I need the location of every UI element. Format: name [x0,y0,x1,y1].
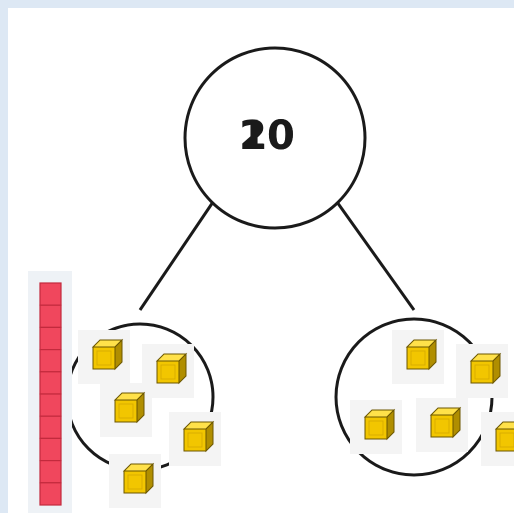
unit-cube-left-1 [91,338,124,371]
unit-cube-left-5 [122,462,155,495]
connector-right [335,201,416,311]
whole-circle [183,46,367,230]
unit-cube-right-4 [429,406,462,439]
ten-rod-unit-7 [39,415,62,440]
ten-rod-unit-9 [39,460,62,484]
unit-cube-left-2 [155,352,188,385]
unit-cube-right-2 [469,352,502,385]
ten-rod [39,282,62,506]
whole-label-2: 10 [239,113,295,159]
whole-label-1: 20 [239,113,295,159]
unit-cube-left-4 [182,420,215,453]
ten-rod-unit-3 [39,326,62,351]
unit-cubes [91,338,514,495]
unit-cube-right-3 [363,408,396,441]
ten-rod-unit-8 [39,437,62,462]
connector-left [138,201,215,311]
unit-cube-right-5 [494,421,514,452]
ten-rod-unit-1 [39,282,62,306]
ten-rod-unit-2 [39,304,62,329]
ten-rod-unit-10 [39,482,62,506]
ten-rod-unit-5 [39,371,62,395]
ten-rod-unit-4 [39,349,62,373]
unit-cube-right-1 [405,338,438,371]
unit-cube-left-3 [113,391,146,424]
ten-rod-unit-6 [39,393,62,417]
